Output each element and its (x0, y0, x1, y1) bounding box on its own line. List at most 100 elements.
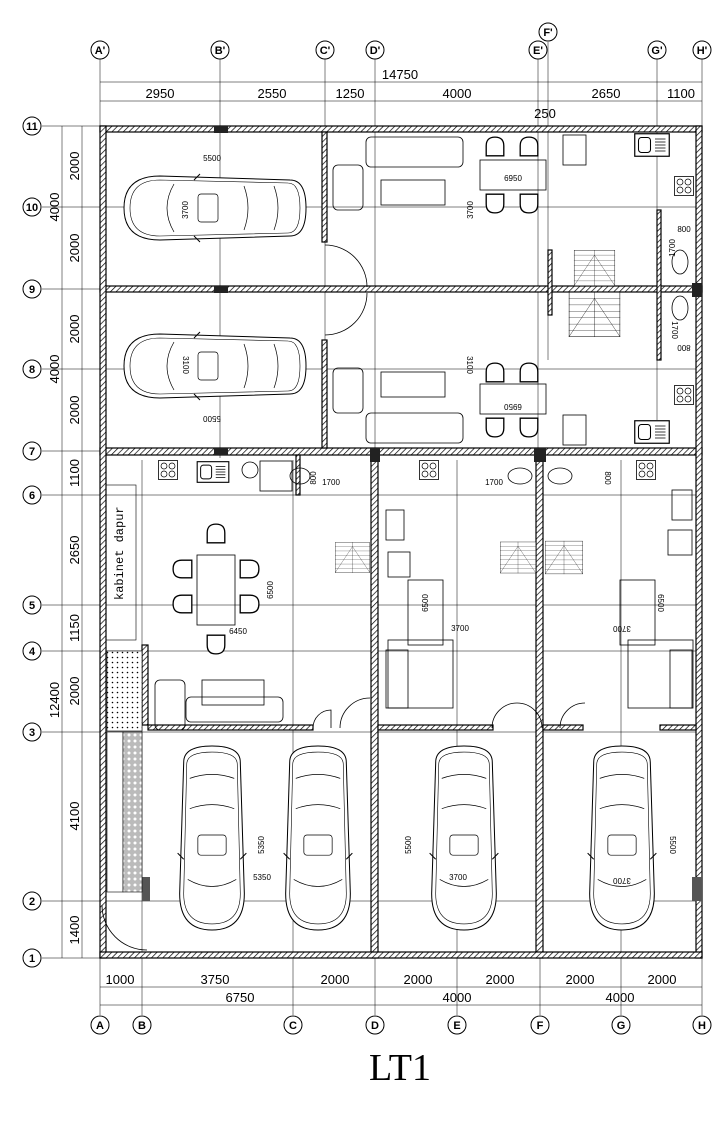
inner-dimensions: 5500 3700 3700 6950 3100 3100 6950 5500 … (181, 154, 691, 885)
bottom-dimensions: 1000 3750 2000 2000 2000 2000 2000 6750 … (106, 972, 677, 1005)
inner-dim: 1700 (668, 239, 677, 257)
inner-dim: 3700 (466, 201, 475, 219)
inner-dim: 800 (677, 343, 691, 352)
row-label: 6 (29, 490, 35, 502)
car (429, 745, 499, 931)
dim-label: 1000 (106, 972, 135, 987)
dim-label: 2650 (592, 86, 621, 101)
dim-total-width: 14750 (382, 67, 418, 82)
inner-dim: 6450 (229, 627, 247, 636)
dim-label: 2000 (404, 972, 433, 987)
dim-label: 2650 (67, 536, 82, 565)
garden-strip (106, 650, 143, 893)
dim-label: 2000 (67, 234, 82, 263)
inner-dim: 3100 (465, 356, 474, 374)
room-label-kitchen-cabinet: kabinet dapur (113, 506, 127, 600)
inner-dim: 5500 (404, 836, 413, 854)
dim-label: 1100 (67, 459, 82, 487)
row-label: 8 (29, 364, 35, 376)
grid-label: B (138, 1020, 146, 1032)
dim-label: 2000 (67, 152, 82, 181)
row-label: 9 (29, 284, 35, 296)
grid-label: D' (370, 45, 381, 57)
inner-dim: 3700 (451, 624, 469, 633)
inner-dim: 3100 (181, 356, 190, 374)
car (283, 745, 353, 931)
grid-label: D (371, 1020, 379, 1032)
inner-dim: 3700 (449, 873, 467, 882)
grid-label: G (617, 1020, 626, 1032)
grid-bubbles-bottom: A B C D E F G H (90, 1015, 712, 1035)
dim-label: 1400 (67, 916, 82, 945)
grid-label: G' (651, 45, 663, 57)
furniture (154, 133, 694, 731)
left-dimensions: 2000 2000 2000 2000 1100 2650 1150 2000 … (47, 152, 82, 945)
drawing-title: LT1 (369, 1047, 431, 1089)
dim-label: 2000 (67, 315, 82, 344)
row-label: 10 (26, 202, 38, 214)
dim-label: 250 (534, 106, 556, 121)
inner-dim: 6950 (504, 174, 522, 183)
inner-dim: 5500 (203, 414, 221, 423)
top-dimensions: 14750 2950 2550 1250 4000 2650 1100 250 (146, 67, 695, 121)
dim-label: 2000 (566, 972, 595, 987)
grid-label: E (453, 1020, 460, 1032)
inner-dim: 800 (677, 225, 691, 234)
inner-dim: 3700 (181, 201, 190, 219)
inner-dim: 3700 (613, 876, 631, 885)
dim-label: 2000 (321, 972, 350, 987)
dim-label: 1250 (336, 86, 365, 101)
grid-label: H' (697, 45, 708, 57)
inner-dim: 6950 (504, 402, 522, 411)
inner-dim: 5350 (253, 873, 271, 882)
dim-label: 1150 (67, 614, 82, 642)
doors (101, 244, 586, 951)
row-label: 7 (29, 446, 35, 458)
dim-label: 1100 (667, 86, 695, 101)
grid-bubbles-top: A' B' C' D' E' F' G' H' (90, 22, 712, 60)
grid-label: B' (215, 45, 226, 57)
grid-label: C (289, 1020, 297, 1032)
row-label: 11 (26, 121, 38, 133)
inner-dim: 800 (603, 471, 612, 485)
grid-label: C' (320, 45, 331, 57)
dim-total: 4000 (443, 990, 472, 1005)
dim-total: 4000 (47, 355, 62, 384)
inner-dim: 5500 (668, 836, 677, 854)
grid-bubbles-rows: 11 10 9 8 7 6 5 4 3 2 1 (22, 116, 42, 968)
grid-label: H (698, 1020, 706, 1032)
kitchen-cabinet (105, 484, 137, 641)
dim-total: 6750 (226, 990, 255, 1005)
inner-dim: 6500 (656, 594, 665, 612)
inner-dim: 6500 (266, 581, 275, 599)
dim-total: 4000 (606, 990, 635, 1005)
dim-label: 2000 (67, 677, 82, 706)
row-label: 3 (29, 727, 35, 739)
car (177, 745, 247, 931)
dim-total: 4000 (47, 193, 62, 222)
grid-label: A (96, 1020, 104, 1032)
inner-dim: 5350 (257, 836, 266, 854)
dim-label: 2950 (146, 86, 175, 101)
dim-label: 2000 (648, 972, 677, 987)
inner-dim: 1700 (485, 478, 503, 487)
inner-dim: 3700 (613, 624, 631, 633)
dim-label: 2000 (67, 396, 82, 425)
grid-label: E' (533, 45, 543, 57)
grid-label: F (537, 1020, 544, 1032)
car (123, 331, 307, 401)
car (123, 173, 307, 243)
row-label: 4 (29, 646, 36, 658)
dimension-lines (61, 81, 702, 1006)
row-label: 1 (29, 953, 35, 965)
inner-dim: 800 (309, 471, 318, 485)
grid-label: F' (543, 27, 553, 39)
dim-label: 4100 (67, 802, 82, 831)
inner-dim: 1700 (322, 478, 340, 487)
car (587, 745, 657, 931)
dim-total: 12400 (47, 682, 62, 718)
row-label: 5 (29, 600, 35, 612)
grid-label: A' (95, 45, 106, 57)
dim-label: 2000 (486, 972, 515, 987)
